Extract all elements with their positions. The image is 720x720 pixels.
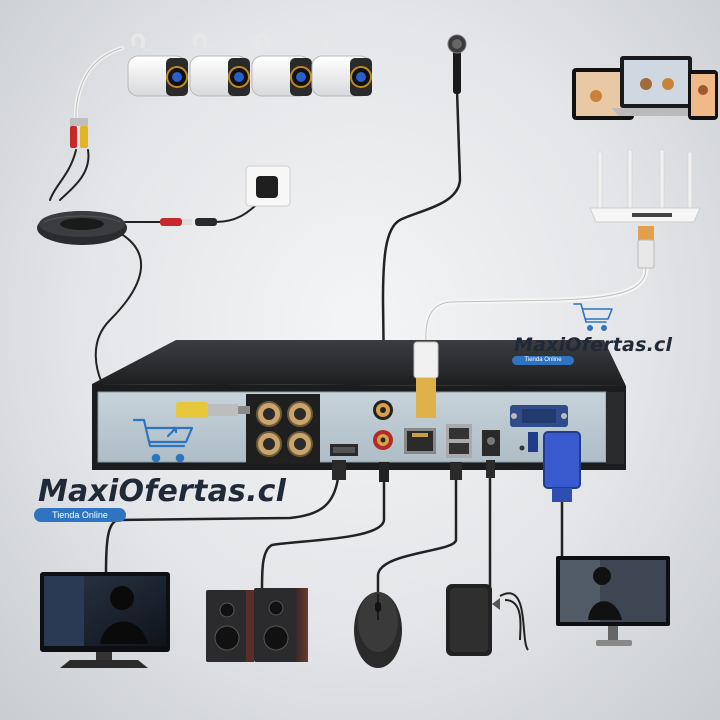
- rj45-plug-icon: [637, 226, 655, 269]
- wall-socket-icon: [245, 165, 291, 207]
- bnc-port-icon: [256, 401, 313, 457]
- brand-tagline-small: Tienda Online: [512, 356, 574, 365]
- power-adapter-icon: [446, 584, 529, 656]
- mobile-devices-icon: [572, 56, 718, 120]
- monitor-icon: [556, 556, 670, 646]
- bnc-port-label: VIDEO IN: [268, 458, 299, 465]
- rca-port-icon: [373, 400, 393, 450]
- power-splitter-icon: [160, 218, 217, 226]
- cables: [49, 46, 649, 594]
- security-camera-icon: [127, 33, 372, 97]
- shopping-cart-icon: [573, 303, 613, 331]
- brand-logo-large: MaxiOfertas.cl: [38, 474, 287, 509]
- brand-logo-small: MaxiOfertas.cl: [514, 334, 673, 356]
- microphone-icon: [447, 34, 467, 94]
- audio-plug-icon: [379, 462, 389, 482]
- cable-reel-icon: [37, 211, 127, 245]
- camera-connector-icon: [70, 118, 88, 148]
- speaker-icon: [206, 588, 308, 662]
- shopping-cart-icon: [132, 418, 194, 463]
- mouse-icon: [354, 592, 402, 668]
- monitor-icon: [40, 572, 170, 668]
- dc-plug-icon: [486, 460, 495, 478]
- dvr-recorder: [92, 340, 626, 470]
- bnc-connector-icon: [176, 402, 250, 418]
- brand-tagline-large: Tienda Online: [34, 508, 126, 522]
- hdmi-plug-icon: [332, 460, 346, 480]
- vga-connector-icon: [528, 431, 581, 502]
- router-icon: [589, 149, 701, 223]
- usb-plug-icon: [450, 462, 462, 480]
